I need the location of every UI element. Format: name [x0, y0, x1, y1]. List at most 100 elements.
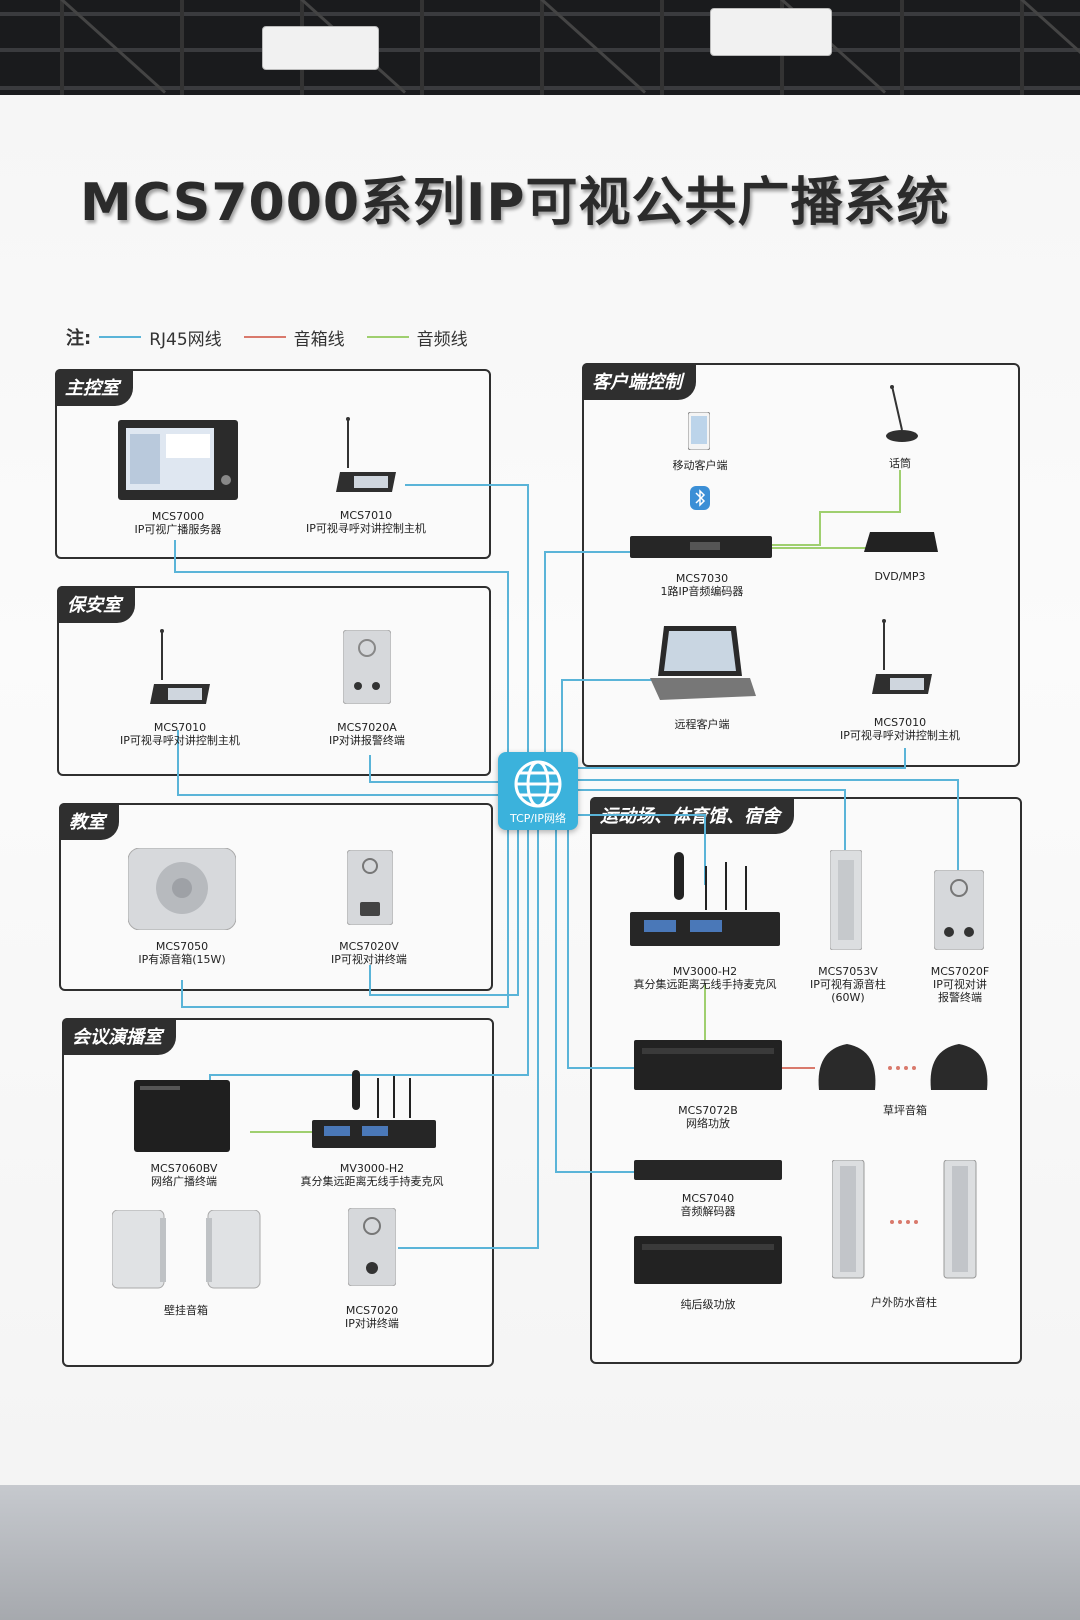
rj45-line — [561, 679, 680, 752]
microphone-device — [886, 385, 918, 442]
broadcast-server-device — [118, 420, 238, 500]
ceiling-truss — [0, 0, 1080, 110]
rj45-line — [369, 755, 498, 783]
device-model: DVD/MP3 — [874, 570, 926, 583]
laptop-device — [650, 626, 756, 700]
device-desc: IP可视寻呼对讲控制主机 — [306, 522, 426, 535]
device-desc: IP可视寻呼对讲控制主机 — [840, 729, 960, 742]
device-model: MCS7060BV — [150, 1162, 218, 1175]
tcp-ip-network-hub: TCP/IP网络 — [498, 752, 578, 830]
panel-title: 保安室 — [57, 586, 135, 623]
globe-icon — [514, 760, 562, 808]
device-model: MCS7050 — [155, 940, 209, 953]
wireless-microphone-device — [312, 1070, 436, 1148]
device-model: MCS7020A — [337, 721, 397, 734]
device-model: MCS7020 — [345, 1304, 399, 1317]
power-amplifier-device — [634, 1236, 782, 1284]
rj45-line — [181, 830, 509, 1008]
outdoor-sound-column-device — [832, 1160, 977, 1279]
audio-decoder-device — [634, 1160, 782, 1180]
rj45-line — [578, 789, 846, 862]
device-desc: IP可视对讲终端 — [331, 953, 407, 966]
bluetooth-icon — [690, 486, 710, 510]
active-speaker-device — [128, 848, 236, 930]
device-desc: 1路IP音频编码器 — [660, 585, 744, 598]
rj45-line — [578, 814, 706, 885]
paging-console-device — [872, 619, 932, 694]
device-model: MCS7010 — [873, 716, 927, 729]
rj45-line — [405, 484, 529, 760]
device-desc: IP对讲终端 — [345, 1317, 399, 1330]
wireless-microphone-device — [630, 852, 780, 946]
device-desc: 音频解码器 — [680, 1205, 736, 1218]
audio-encoder-device — [630, 536, 772, 558]
device-desc: IP对讲报警终端 — [329, 734, 405, 747]
panel-title: 主控室 — [55, 369, 133, 406]
device-desc: 网络广播终端 — [151, 1175, 217, 1188]
device-desc: IP可视有源音柱 — [810, 978, 886, 991]
projector-right — [710, 8, 832, 56]
device-model: 远程客户端 — [674, 718, 730, 731]
rj45-line — [398, 830, 539, 1249]
device-model: MCS7053V — [818, 965, 878, 978]
video-intercom-terminal-device — [347, 850, 393, 925]
device-model: 壁挂音箱 — [164, 1304, 208, 1317]
device-model: MCS7020F — [930, 965, 990, 978]
rj45-line — [555, 830, 636, 1173]
panel-title: 会议演播室 — [62, 1018, 176, 1055]
hub-label: TCP/IP网络 — [510, 812, 566, 825]
intercom-terminal-device — [348, 1208, 396, 1286]
rj45-line — [578, 748, 906, 769]
device-desc: 网络功放 — [686, 1117, 730, 1130]
device-desc: IP可视寻呼对讲控制主机 — [120, 734, 240, 747]
device-desc: 真分集远距离无线手持麦克风 — [300, 1175, 444, 1188]
active-sound-column-device — [830, 850, 862, 950]
rj45-line — [174, 540, 509, 760]
rj45-line — [369, 830, 519, 996]
device-desc: IP有源音箱(15W) — [138, 953, 226, 966]
device-desc-2: (60W) — [831, 991, 865, 1004]
video-intercom-alarm-terminal-device — [934, 870, 984, 950]
legend-prefix: 注: — [66, 328, 92, 349]
device-model: 话筒 — [889, 457, 911, 470]
dvd-player-device — [864, 532, 938, 552]
device-model: MCS7010 — [153, 721, 207, 734]
device-model: MV3000-H2 — [672, 965, 738, 978]
paging-console-device — [336, 417, 396, 492]
device-model: MV3000-H2 — [339, 1162, 405, 1175]
mobile-phone-device — [688, 412, 710, 450]
legend-line-audio — [366, 336, 409, 338]
legend: 注: RJ45网线 音箱线 音频线 — [66, 324, 468, 350]
legend-line-rj45 — [99, 336, 142, 338]
legend-label-speaker: 音箱线 — [293, 329, 345, 350]
audio-line — [760, 470, 901, 546]
board-title: MCS7000系列IP可视公共广播系统 — [80, 173, 950, 233]
device-model: 纯后级功放 — [680, 1298, 736, 1311]
device-model: MCS7072B — [678, 1104, 738, 1117]
panel-title: 客户端控制 — [582, 363, 696, 400]
rj45-line — [578, 779, 959, 870]
paging-console-device — [150, 629, 210, 704]
panel-client-control: 客户端控制 — [582, 363, 1020, 767]
device-model: 移动客户端 — [672, 459, 728, 472]
device-model: MCS7040 — [681, 1192, 735, 1205]
device-desc: 真分集远距离无线手持麦克风 — [633, 978, 777, 991]
projector-left — [262, 26, 379, 70]
device-model: MCS7010 — [339, 509, 393, 522]
panel-title: 教室 — [59, 803, 119, 840]
panel-security-room: 保安室 — [57, 586, 491, 776]
rj45-line — [177, 730, 498, 796]
wall-speaker-device — [112, 1210, 261, 1289]
panel-meeting-room: 会议演播室 — [62, 1018, 494, 1367]
device-model: MCS7020V — [339, 940, 399, 953]
legend-label-rj45: RJ45网线 — [149, 329, 222, 350]
device-model: MCS7000 — [151, 510, 205, 523]
device-model: MCS7030 — [675, 572, 729, 585]
legend-line-speaker — [243, 336, 286, 338]
network-amplifier-device — [634, 1040, 782, 1090]
device-desc-2: 报警终端 — [938, 991, 982, 1004]
device-model: 草坪音箱 — [883, 1104, 927, 1117]
network-broadcast-terminal-device — [134, 1080, 230, 1152]
device-model: 户外防水音柱 — [871, 1296, 937, 1309]
